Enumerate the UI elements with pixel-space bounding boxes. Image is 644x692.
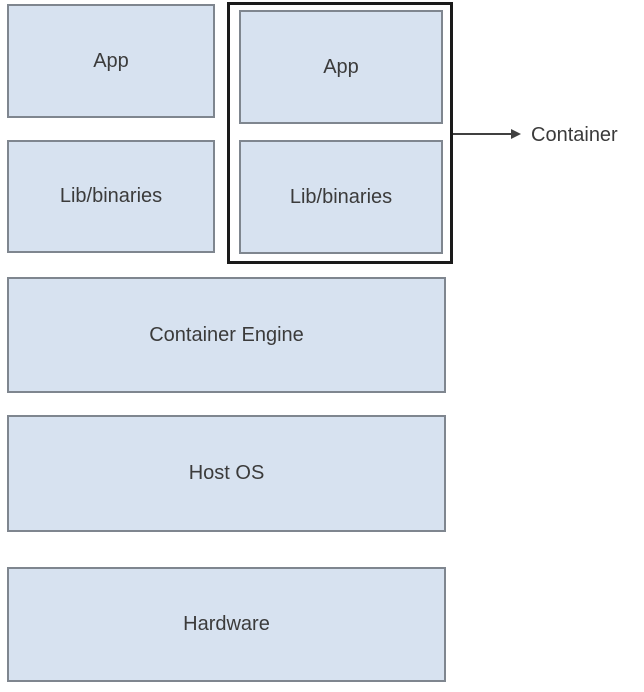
box-host-os: Host OS: [7, 415, 446, 532]
container-annotation-label: Container: [531, 124, 618, 146]
box-hardware: Hardware: [7, 567, 446, 682]
box-app-left-label: App: [93, 49, 129, 72]
box-lib-binaries-container: Lib/binaries: [239, 140, 443, 254]
box-container-engine: Container Engine: [7, 277, 446, 393]
container-arrow-head-icon: [511, 129, 521, 139]
container-arrow-line: [453, 133, 513, 135]
box-container-engine-label: Container Engine: [149, 323, 304, 346]
box-app-container-label: App: [323, 55, 359, 78]
box-app-container: App: [239, 10, 443, 124]
box-app-left: App: [7, 4, 215, 118]
box-hardware-label: Hardware: [183, 613, 270, 635]
box-host-os-label: Host OS: [188, 462, 265, 484]
container-group-outline: App Lib/binaries: [227, 2, 453, 264]
box-lib-binaries-left: Lib/binaries: [7, 140, 215, 253]
box-lib-binaries-left-label: Lib/binaries: [59, 185, 163, 207]
box-lib-binaries-container-label: Lib/binaries: [289, 185, 393, 208]
